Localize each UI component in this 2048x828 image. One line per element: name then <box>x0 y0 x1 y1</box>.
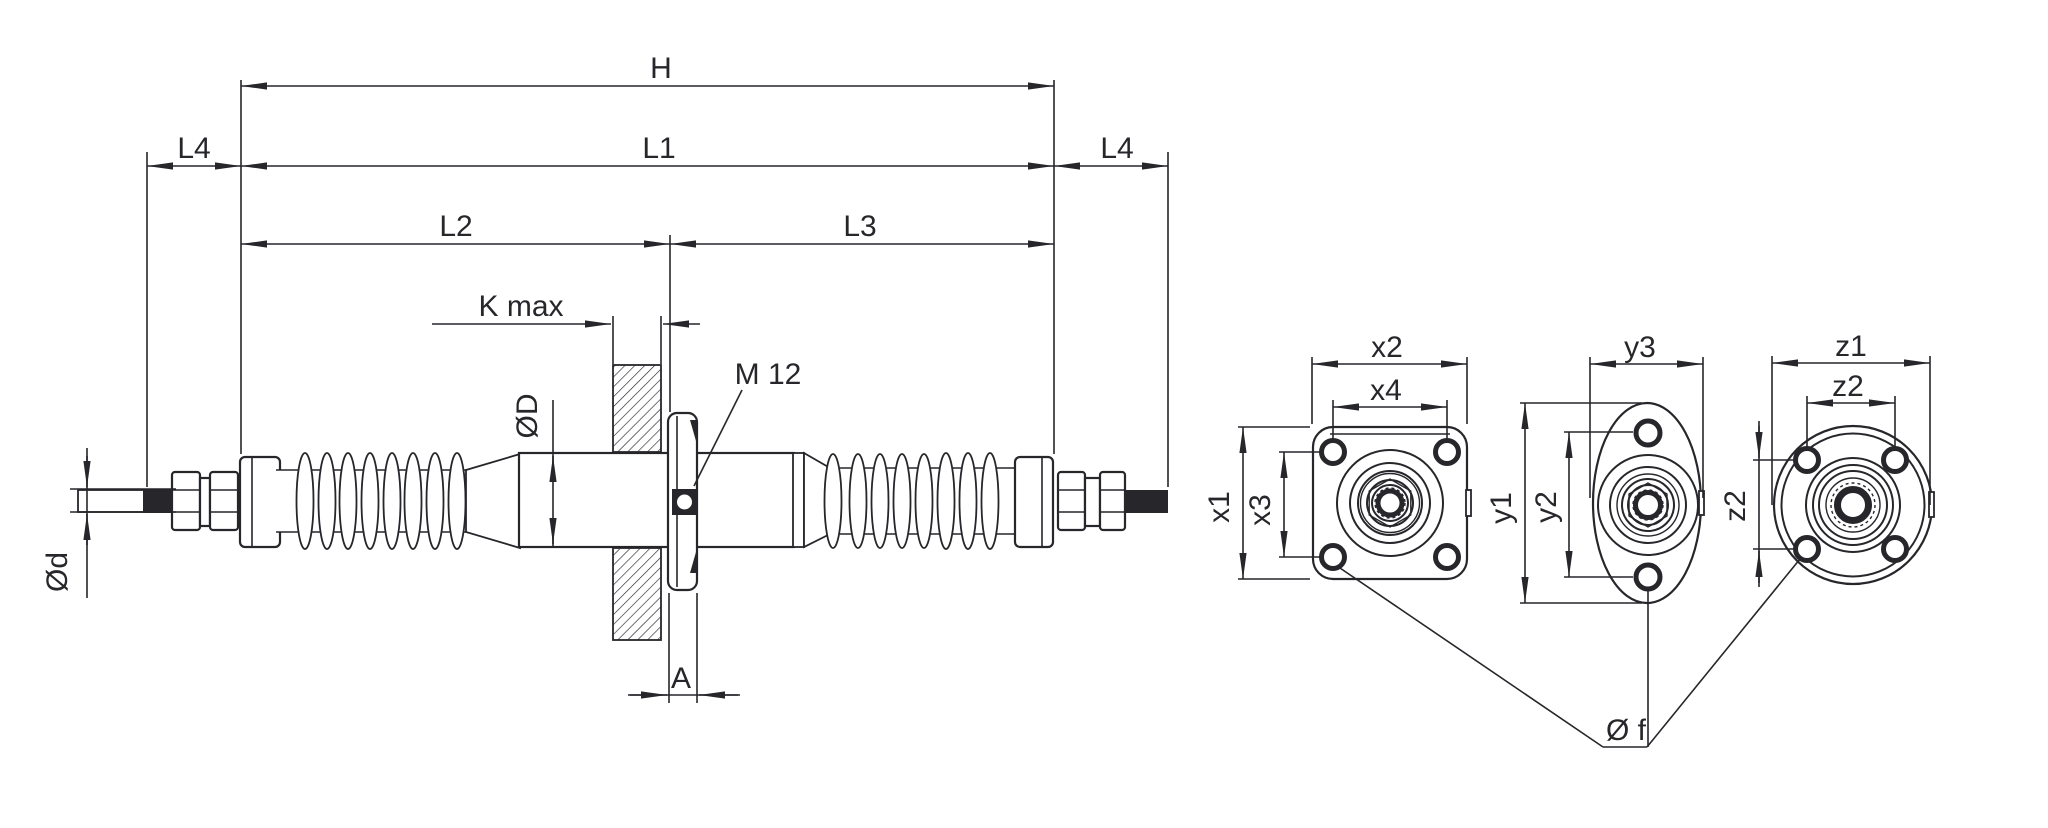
dimension-l4-right: L4 <box>1054 132 1168 170</box>
dim-label-x1: x1 <box>1203 491 1236 523</box>
right-rod-black-tip <box>1125 490 1168 513</box>
left-rod <box>77 489 145 513</box>
dim-label-z2-left: z2 <box>1719 490 1752 522</box>
dimension-l1: L1 <box>241 132 1054 170</box>
dimension-f-leaders: Ø f <box>1336 558 1801 748</box>
center-hex <box>1628 482 1668 528</box>
bolt-hole <box>1319 438 1347 466</box>
dim-label-l2: L2 <box>439 210 472 243</box>
dim-label-f: Ø f <box>1606 714 1647 747</box>
bolt-hole <box>1793 446 1821 474</box>
dimension-a: A <box>628 593 740 703</box>
left-hex-nuts <box>170 470 240 532</box>
left-taper-cone <box>465 452 521 550</box>
dim-label-m12: M 12 <box>735 358 802 391</box>
dim-label-l3: L3 <box>843 210 876 243</box>
bolt-hole <box>1433 438 1461 466</box>
bolt-hole <box>1633 562 1663 592</box>
dim-label-l4-right: L4 <box>1100 132 1133 165</box>
left-collar <box>238 455 282 549</box>
dim-label-od: ØD <box>511 394 544 439</box>
flange-view-round <box>1772 424 1935 586</box>
dim-label-y3: y3 <box>1624 331 1656 364</box>
bolt-hole <box>1319 543 1347 571</box>
dim-label-z2-top: z2 <box>1832 370 1864 403</box>
body-tube-right <box>694 451 796 549</box>
dimensions-round-flange: z1 z2 z2 <box>1719 330 1931 587</box>
bulkhead-wall <box>612 364 662 641</box>
right-bellows <box>823 452 1015 550</box>
dimension-od: ØD <box>511 394 557 546</box>
oval-flange-tab <box>1698 490 1705 516</box>
dim-label-a: A <box>671 662 691 695</box>
body-ring <box>792 452 805 548</box>
round-flange-tab <box>1928 491 1935 518</box>
dim-label-x3: x3 <box>1244 494 1277 526</box>
dim-label-y2: y2 <box>1530 491 1563 523</box>
square-flange-tab <box>1465 489 1472 517</box>
dimension-m12: M 12 <box>693 358 802 487</box>
dim-label-l1: L1 <box>642 132 675 165</box>
dim-label-od-small: Ød <box>41 552 74 592</box>
body-tube-left <box>517 451 671 549</box>
center-bore <box>1633 490 1663 520</box>
dim-label-l4-left: L4 <box>177 132 210 165</box>
dimension-l2: L2 <box>241 210 670 248</box>
extension-lines <box>146 80 1169 487</box>
bolt-hole <box>1433 543 1461 571</box>
dim-label-h: H <box>650 52 672 85</box>
dimension-l4-left: L4 <box>147 132 241 170</box>
flange-view-oval <box>1591 401 1705 605</box>
left-bellows <box>276 452 470 550</box>
dim-label-x2: x2 <box>1371 331 1403 364</box>
left-rod-black-tip <box>143 489 175 513</box>
dimension-k-max: K max <box>432 290 700 328</box>
mounting-flange-plate <box>666 411 699 592</box>
right-hex-nuts <box>1056 470 1127 532</box>
flange-view-square <box>1311 425 1472 581</box>
bolt-hole <box>1881 446 1909 474</box>
dimension-l3: L3 <box>670 210 1054 248</box>
dim-label-k-max: K max <box>478 290 563 323</box>
clamp-screw-hole <box>674 491 695 513</box>
cable-assembly-side-view <box>77 364 1168 641</box>
right-collar <box>1013 455 1055 549</box>
dimensions-oval-flange: y3 y1 y2 <box>1485 331 1704 604</box>
dim-label-z1: z1 <box>1835 330 1867 363</box>
bolt-hole <box>1633 418 1663 448</box>
dimensions-square-flange: x2 x4 x1 x3 <box>1203 331 1468 580</box>
dimension-h: H <box>241 52 1054 90</box>
bolt-hole <box>1881 535 1909 563</box>
dim-label-x4: x4 <box>1370 374 1402 407</box>
center-bore <box>1834 486 1872 524</box>
center-bore <box>1375 488 1405 518</box>
bolt-hole <box>1793 535 1821 563</box>
dim-label-y1: y1 <box>1485 492 1518 524</box>
dimension-od-small: Ød <box>41 448 176 598</box>
